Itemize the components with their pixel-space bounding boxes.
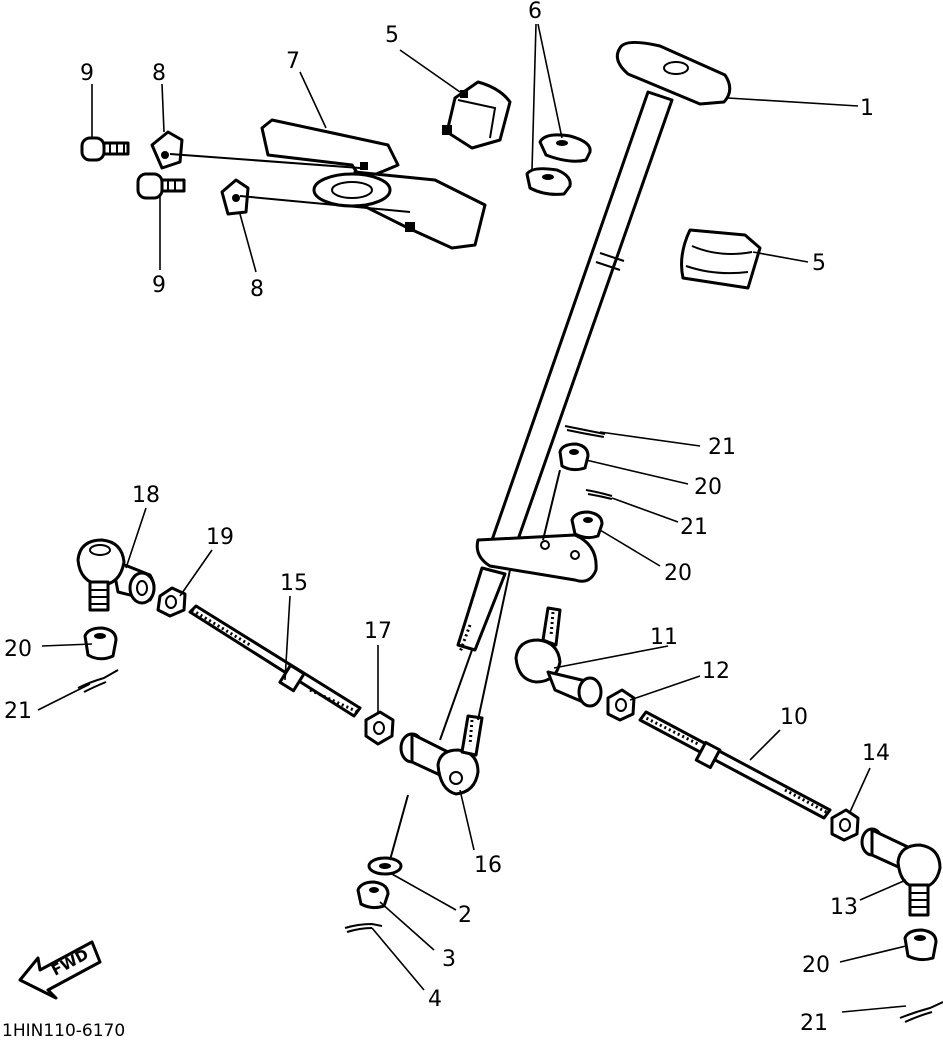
callout-20-upper: 20 — [694, 475, 722, 500]
collar-lower — [525, 167, 572, 196]
callout-8-upper: 8 — [152, 61, 166, 86]
column-bracket — [260, 118, 487, 250]
callout-19: 19 — [206, 525, 234, 550]
callout-18: 18 — [132, 483, 160, 508]
callout-4: 4 — [428, 987, 442, 1012]
callout-16: 16 — [474, 853, 502, 878]
tie-rod-end-center — [399, 714, 484, 796]
diagram-code: 1HIN110-6170 — [2, 1021, 125, 1041]
callout-5-lower: 5 — [812, 251, 826, 276]
bolt-upper — [80, 136, 130, 162]
castle-nut-middle — [570, 510, 604, 540]
castle-nut-left — [83, 626, 118, 661]
alignment-line-lower — [389, 794, 409, 861]
callout-21-right: 21 — [800, 1011, 828, 1036]
callout-20-left: 20 — [4, 637, 32, 662]
steering-column — [456, 41, 732, 653]
locknut-right-outer — [830, 808, 860, 842]
lock-washer-upper — [150, 130, 184, 170]
lock-washer-lower — [220, 178, 250, 216]
tie-rod-right — [638, 710, 832, 820]
locknut-right-inner — [606, 688, 636, 722]
callout-3: 3 — [442, 947, 456, 972]
callout-5-upper: 5 — [385, 23, 399, 48]
callout-6: 6 — [528, 0, 542, 24]
callout-12: 12 — [702, 659, 730, 684]
assembly-line-bolt-lower — [239, 195, 411, 213]
callout-21-left: 21 — [4, 699, 32, 724]
tie-rod-left — [188, 604, 362, 718]
column-holder-lower — [680, 228, 762, 290]
cotter-pin-right — [899, 1001, 943, 1023]
callout-labels: 1 2 3 4 5 5 6 7 8 8 9 9 10 11 12 13 14 1… — [4, 0, 890, 1036]
callout-15: 15 — [280, 571, 308, 596]
callout-11: 11 — [650, 625, 678, 650]
cotter-pin-middle — [585, 489, 613, 500]
callout-21-middle: 21 — [680, 515, 708, 540]
tie-rod-end-right-outer — [860, 827, 942, 917]
fwd-arrow-icon: FWD — [18, 940, 102, 1000]
callout-2: 2 — [458, 903, 472, 928]
callout-1: 1 — [860, 96, 874, 121]
callout-17: 17 — [364, 619, 392, 644]
castle-nut-lower — [356, 880, 390, 910]
callout-20-right: 20 — [802, 953, 830, 978]
callout-14: 14 — [862, 741, 890, 766]
washer-lower — [367, 856, 403, 876]
callout-21-upper: 21 — [708, 435, 736, 460]
callout-10: 10 — [780, 705, 808, 730]
castle-nut-upper — [558, 442, 590, 472]
leader-lines — [37, 23, 907, 1013]
locknut-left-inner — [364, 710, 395, 746]
assembly-line-bolt-upper — [169, 153, 361, 169]
cotter-pin-lower — [344, 922, 383, 933]
alignment-line-right — [542, 469, 561, 541]
callout-9-lower: 9 — [152, 273, 166, 298]
callout-20-middle: 20 — [664, 561, 692, 586]
callout-9-upper: 9 — [80, 61, 94, 86]
tie-rod-end-right-inner — [514, 606, 603, 708]
bolt-lower — [136, 172, 186, 200]
tie-rod-end-left — [76, 538, 156, 612]
callout-7: 7 — [286, 49, 300, 74]
callout-8-lower: 8 — [250, 277, 264, 302]
callout-13: 13 — [830, 895, 858, 920]
cotter-pin-left — [77, 669, 119, 693]
collar-upper — [538, 133, 592, 163]
alignment-line-center — [439, 649, 473, 741]
cotter-pin-upper — [564, 425, 606, 438]
locknut-left-outer — [156, 586, 187, 618]
alignment-line-left — [477, 569, 511, 721]
castle-nut-right — [903, 928, 938, 962]
column-holder-upper — [442, 80, 512, 150]
